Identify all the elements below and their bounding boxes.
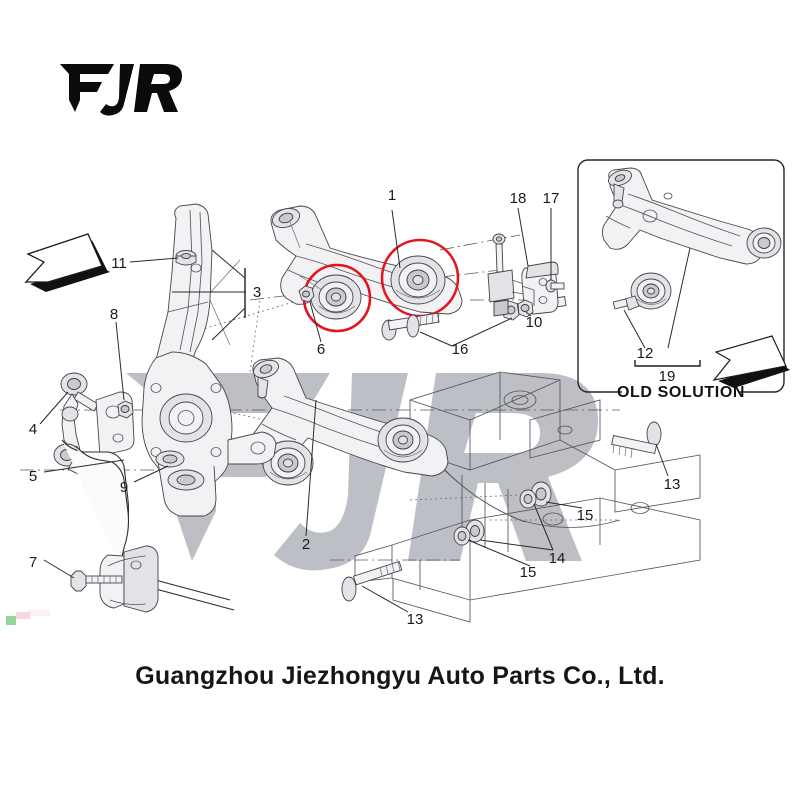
leader-lines [39,207,669,613]
bolt-part-17 [545,279,565,293]
callout-13-bottom: 13 [407,611,424,628]
stabilizer-bar [61,439,235,611]
bushing-washer-set-upper [519,481,552,509]
knuckle-link-bracket [95,391,135,457]
old-solution-inset: 12 19 OLD SOLUTION [577,159,790,401]
callout-4: 4 [29,421,37,438]
clamp-bolt [70,570,123,592]
callout-16: 16 [452,341,469,358]
callout-18: 18 [510,190,527,207]
callout-9: 9 [120,479,128,496]
direction-arrow-inset [712,335,790,388]
stabilizer-bar-clamp [99,545,159,613]
upper-control-arm [270,205,463,320]
callout-3-bracket [211,249,246,341]
old-solution-label: OLD SOLUTION [617,384,745,401]
callout-15-upper: 15 [577,507,594,524]
direction-arrow-left [24,233,110,292]
subframe-crossmember [354,371,701,623]
nut-part-8 [117,400,134,419]
inset-callout-19: 19 [659,368,676,385]
nut-part-10 [517,299,534,318]
inset-callout-12: 12 [637,345,654,362]
callout-17: 17 [543,190,560,207]
nut-part-6 [298,285,315,303]
company-name: Guangzhou Jiezhongyu Auto Parts Co., Ltd… [135,662,665,690]
callout-10: 10 [526,314,543,331]
callout-3: 3 [253,284,261,301]
lower-control-arm [249,357,449,486]
inset-control-arm [601,167,782,311]
callout-1: 1 [388,187,396,204]
steering-knuckle [141,203,277,517]
callout-11: 11 [111,255,127,272]
callout-2: 2 [302,536,310,553]
callout-7: 7 [29,554,37,571]
callout-13-right: 13 [664,476,681,493]
nut-part-11 [175,250,197,266]
callout-5: 5 [29,468,37,485]
callout-numbers: 1 2 3 4 5 6 7 8 9 10 11 13 13 14 15 15 1… [29,187,681,628]
fjr-logo [60,64,182,116]
bushing-washer-set-lower [453,519,485,546]
scan-artifact [6,610,50,625]
bolt-part-13-bottom [341,560,403,602]
bolt-part-13-right [611,421,662,459]
nut-part-9 [155,450,185,468]
callout-6: 6 [317,341,325,358]
ride-height-sensor [487,233,525,317]
bolt-16-a [381,312,440,341]
callout-8: 8 [110,306,118,323]
callout-15-lower: 15 [520,564,537,581]
callout-14: 14 [549,550,566,567]
